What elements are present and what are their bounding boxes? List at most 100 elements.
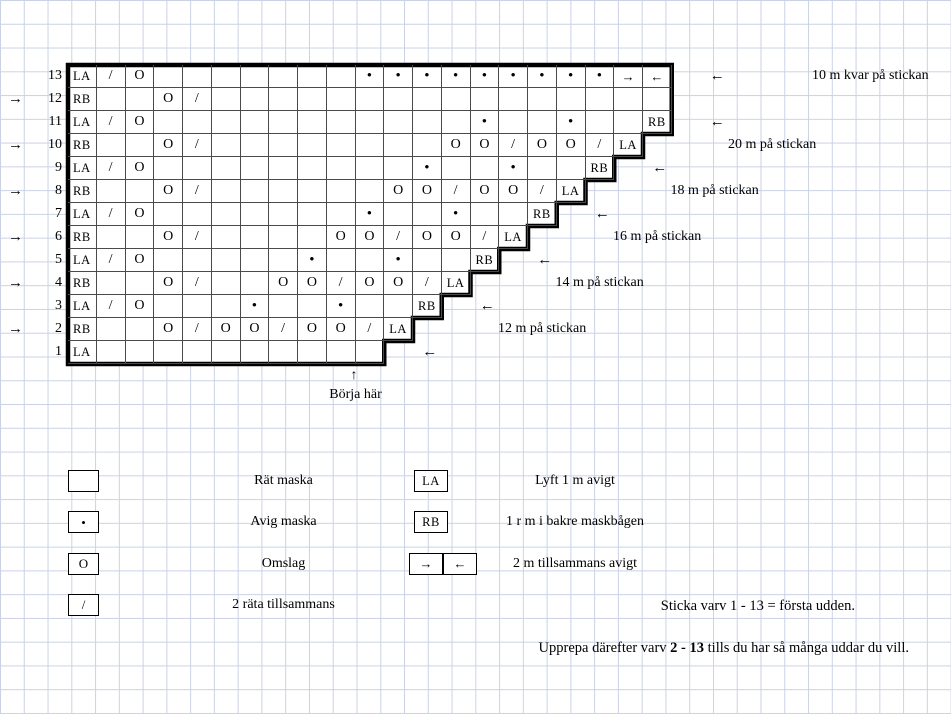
chart-cell: O [326,318,356,341]
chart-cell: LA [384,318,413,341]
note-repeat: Upprepa därefter varv 2 - 13 tills du ha… [539,640,909,657]
chart-cell: / [413,272,442,295]
chart-cell [269,134,298,157]
row-end-arrow-icon: ← [537,252,553,268]
chart-cell [470,88,500,111]
row-end-arrow-icon: ← [709,114,725,130]
row-end-arrow-icon: ← [479,298,495,314]
chart-cell [413,88,442,111]
chart-cell [154,341,183,364]
chart-cell [528,88,557,111]
chart-cell [326,134,356,157]
chart-cell [326,249,356,272]
chart-cell [556,157,586,180]
chart-cell [183,341,212,364]
chart-cell: LA [499,226,528,249]
chart-cell: O [528,134,557,157]
chart-cell [125,272,155,295]
chart-cell [154,203,183,226]
chart-cell [413,203,442,226]
chart-cell [556,88,586,111]
chart-cell [240,111,270,134]
chart-cell [183,65,212,88]
chart-cell: O [211,318,241,341]
chart-cell [499,88,528,111]
chart-cell: O [413,180,442,203]
chart-cell [269,295,298,318]
chart-cell: LA [68,65,97,88]
chart-cell: LA [68,295,97,318]
chart-cell [269,65,298,88]
chart-cell: / [499,134,528,157]
chart-cell [125,134,155,157]
legend-symbol-box: RB [414,511,448,534]
chart-cell [240,341,270,364]
chart-cell [298,295,327,318]
chart-cell [470,203,500,226]
chart-cell: RB [68,226,97,249]
start-here-arrow-icon: ↑ [350,368,358,383]
chart-cell [355,295,385,318]
start-here-label: Börja här [329,387,382,402]
row-number: 5 [55,252,62,267]
chart-cell [211,111,241,134]
chart-cell [441,249,471,272]
stitch-count-annotation: 12 m på stickan [498,321,587,336]
chart-cell [355,180,385,203]
chart-cell [528,157,557,180]
row-number: 4 [55,275,62,290]
chart-cell [211,295,241,318]
chart-cell [384,111,413,134]
chart-cell [183,203,212,226]
chart-cell: RB [68,134,97,157]
chart-cell [355,134,385,157]
chart-cell [96,88,126,111]
chart-cell: O [125,249,155,272]
chart-cell: / [183,272,212,295]
chart-cell [614,111,643,134]
chart-cell: O [384,272,413,295]
chart-cell [269,341,298,364]
chart-cell [355,341,385,364]
chart-cell [614,88,643,111]
chart-cell: / [326,272,356,295]
row-direction-arrow-icon: → [8,229,23,245]
chart-cell [355,88,385,111]
chart-cell [125,226,155,249]
row-direction-arrow-icon: → [8,275,23,291]
stitch-count-annotation: 14 m på stickan [555,275,644,290]
chart-cell [298,111,327,134]
row-number: 6 [55,229,62,244]
chart-cell [240,272,270,295]
legend-label: 2 räta tillsammans [232,596,335,612]
chart-cell: / [183,134,212,157]
chart-cell: RB [470,249,500,272]
chart-cell: • [298,249,327,272]
chart-cell [96,180,126,203]
chart-cell: O [125,203,155,226]
chart-cell [355,157,385,180]
legend-symbol-box: / [68,593,99,616]
chart-cell: / [183,226,212,249]
chart-cell: LA [614,134,643,157]
chart-cell: O [556,134,586,157]
chart-cell: / [269,318,298,341]
chart-cell [384,157,413,180]
chart-cell [240,88,270,111]
chart-cell: O [154,88,183,111]
chart-cell: LA [68,341,97,364]
chart-cell: LA [68,249,97,272]
stitch-count-annotation: 18 m på stickan [670,183,759,198]
chart-cell: O [470,180,500,203]
chart-cell: LA [556,180,586,203]
row-number: 13 [48,68,62,83]
chart-cell: • [585,65,615,88]
chart-cell: / [96,65,126,88]
chart-cell [384,295,413,318]
chart-cell [269,157,298,180]
chart-cell [96,134,126,157]
chart-cell [211,180,241,203]
chart-cell [96,318,126,341]
chart-cell [470,157,500,180]
chart-cell: O [125,111,155,134]
